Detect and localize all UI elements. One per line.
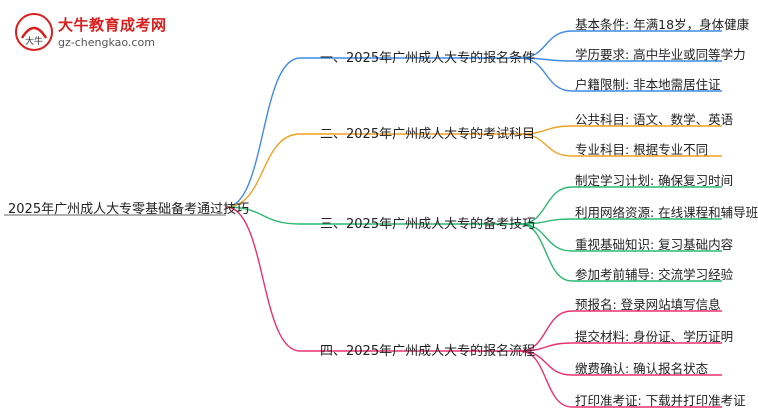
leaf-topic: 提交材料: 身份证、学历证明 bbox=[575, 329, 734, 344]
branch-connector-4 bbox=[225, 206, 301, 352]
leaf-connector-3-4 bbox=[519, 223, 573, 282]
leaf-connector-2-1 bbox=[519, 125, 573, 135]
leaf-topic: 公共科目: 语文、数学、英语 bbox=[575, 112, 734, 127]
leaf-topic: 缴费确认: 确认报名状态 bbox=[575, 361, 709, 376]
branch-topic-2: 二、2025年广州成人大专的考试科目 bbox=[320, 127, 536, 142]
branch-connector-2 bbox=[225, 133, 301, 208]
leaf-connector-1-1 bbox=[519, 30, 573, 59]
branch-topic-3: 三、2025年广州成人大专的备考技巧 bbox=[320, 217, 536, 232]
leaf-topic: 户籍限制: 非本地需居住证 bbox=[575, 77, 721, 92]
branch-connector-1 bbox=[225, 57, 301, 208]
logo-mark-icon: 大牛 bbox=[15, 13, 53, 51]
root-topic: 2025年广州成人大专零基础备考通过技巧 bbox=[8, 202, 250, 217]
leaf-topic: 预报名: 登录网站填写信息 bbox=[575, 297, 721, 312]
leaf-connector-3-3 bbox=[519, 223, 573, 252]
leaf-topic: 专业科目: 根据专业不同 bbox=[575, 142, 709, 157]
leaf-topic: 利用网络资源: 在线课程和辅导班 bbox=[575, 205, 758, 220]
logo-url: gz-chengkao.com bbox=[58, 36, 155, 49]
leaf-topic: 制定学习计划: 确保复习时间 bbox=[575, 173, 734, 188]
logo-mark-text: 大牛 bbox=[25, 35, 43, 47]
leaf-connector-2-2 bbox=[519, 133, 573, 157]
leaf-topic: 重视基础知识: 复习基础内容 bbox=[575, 237, 734, 252]
leaf-connector-4-4 bbox=[519, 350, 573, 408]
leaf-topic: 基本条件: 年满18岁，身体健康 bbox=[575, 17, 750, 32]
leaf-connector-1-3 bbox=[519, 57, 573, 92]
site-logo[interactable]: 大牛 大牛教育成考网 gz-chengkao.com bbox=[14, 10, 174, 54]
leaf-connector-3-1 bbox=[519, 186, 573, 225]
leaf-connector-4-1 bbox=[519, 310, 573, 352]
logo-name: 大牛教育成考网 bbox=[58, 16, 167, 34]
branch-topic-1: 一、2025年广州成人大专的报名条件 bbox=[320, 51, 536, 66]
branch-topic-4: 四、2025年广州成人大专的报名流程 bbox=[320, 344, 536, 359]
leaf-connector-4-2 bbox=[519, 342, 573, 352]
leaf-topic: 学历要求: 高中毕业或同等学力 bbox=[575, 47, 746, 62]
leaf-topic: 打印准考证: 下载并打印准考证 bbox=[575, 393, 746, 408]
branch-connector-3 bbox=[225, 206, 301, 225]
leaf-topic: 参加考前辅导: 交流学习经验 bbox=[575, 267, 734, 282]
